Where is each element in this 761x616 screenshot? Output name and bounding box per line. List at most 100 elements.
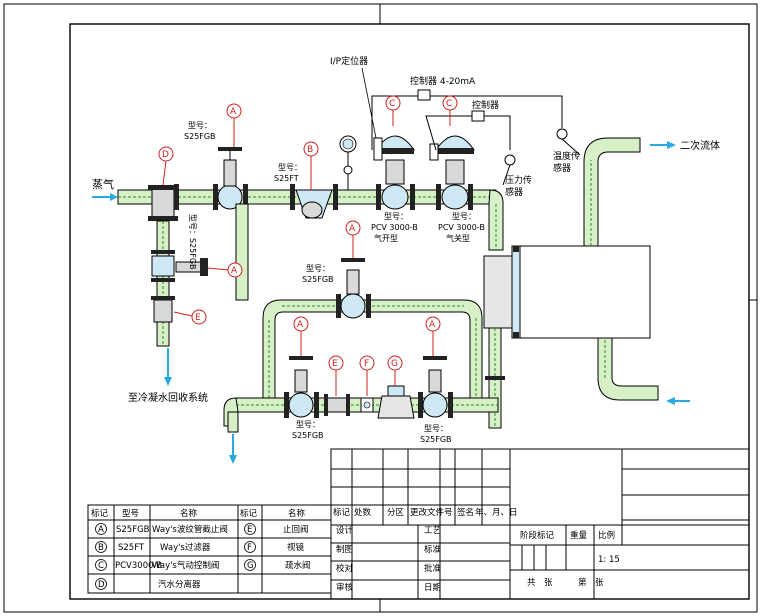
svg-text:处数: 处数 xyxy=(354,507,372,518)
svg-text:A: A xyxy=(349,224,356,234)
bypass-riser xyxy=(235,203,249,301)
tag-a-bottom-right: A xyxy=(425,316,441,356)
svg-text:设计: 设计 xyxy=(336,525,354,536)
model-label-bottom-right: 型号：S25FGB xyxy=(420,424,452,444)
svg-text:D: D xyxy=(98,580,105,590)
svg-text:视镜: 视镜 xyxy=(287,542,305,553)
globe-valve-a-bottom-left xyxy=(284,356,319,418)
svg-text:标记: 标记 xyxy=(91,508,109,519)
tag-d: D xyxy=(158,146,174,186)
steam-inlet-label: 蒸气 xyxy=(92,177,114,191)
svg-text:C: C xyxy=(389,99,395,109)
svg-text:年、月、日: 年、月、日 xyxy=(475,507,518,518)
model-label-mid-a: 型号：S25FGB xyxy=(302,264,334,284)
legend-text: 标记 型号 名称 标记 名称 A S25FGB Way's波纹管截止阀 E 止回… xyxy=(91,508,311,590)
globe-valve-a-bottom-right xyxy=(418,356,453,418)
svg-text:S25FT: S25FT xyxy=(118,543,145,553)
svg-text:C: C xyxy=(98,561,104,571)
pressure-sensor-label: 压力传 感器 xyxy=(505,174,535,198)
ip-positioner-label: I/P定位器 xyxy=(330,55,368,67)
tag-e-bottom: E xyxy=(328,355,344,396)
separator-flange xyxy=(174,184,179,210)
svg-text:第 张: 第 张 xyxy=(578,577,604,588)
svg-text:日期: 日期 xyxy=(424,583,441,593)
tag-g: G xyxy=(387,355,403,386)
svg-text:1: 15: 1: 15 xyxy=(598,555,620,565)
control-valve-c2 xyxy=(429,135,475,210)
svg-text:A: A xyxy=(231,266,238,276)
globe-valve-a-top xyxy=(213,147,248,210)
title-block xyxy=(330,448,750,600)
svg-text:标记: 标记 xyxy=(333,507,351,518)
tag-c-1: C xyxy=(385,95,401,126)
svg-text:A: A xyxy=(297,320,304,330)
tag-a-mid: A xyxy=(345,220,361,258)
model-label-top-a: 型号：S25FGB xyxy=(184,121,216,141)
condensate-arrow-left xyxy=(164,348,172,386)
steam-trap-g xyxy=(377,385,415,419)
exchanger-drain-pipe xyxy=(485,327,505,429)
strainer-b xyxy=(290,184,338,219)
pressure-gauge xyxy=(339,135,357,190)
signal-lines xyxy=(371,89,563,151)
svg-text:A: A xyxy=(98,525,104,535)
svg-text:Way's波纹管截止阀: Way's波纹管截止阀 xyxy=(152,524,228,535)
check-valve-e xyxy=(324,394,350,416)
svg-text:分区: 分区 xyxy=(387,508,405,518)
secondary-fluid-label: 二次流体 xyxy=(680,139,720,152)
svg-text:审核: 审核 xyxy=(336,582,354,593)
heat-exchanger xyxy=(483,245,651,339)
svg-text:S25FGB: S25FGB xyxy=(116,525,150,535)
svg-text:更改文件号: 更改文件号 xyxy=(410,507,453,518)
svg-text:C: C xyxy=(446,99,452,109)
vertical-model-label: 型号：S25FGB xyxy=(188,214,197,270)
svg-text:止回阀: 止回阀 xyxy=(283,524,309,535)
svg-text:汽水分离器: 汽水分离器 xyxy=(158,579,201,590)
svg-text:名称: 名称 xyxy=(180,508,198,519)
svg-text:型号: 型号 xyxy=(122,509,139,519)
secondary-outlet-pipe xyxy=(583,137,676,247)
tag-a-bottom-left: A xyxy=(293,316,309,356)
svg-text:重量: 重量 xyxy=(570,530,588,541)
svg-text:G: G xyxy=(391,359,398,369)
svg-text:F: F xyxy=(247,543,252,553)
svg-text:F: F xyxy=(364,359,369,369)
svg-text:批准: 批准 xyxy=(424,563,442,574)
tag-f: F xyxy=(359,355,375,396)
svg-text:E: E xyxy=(195,313,201,323)
svg-text:阶段标记: 阶段标记 xyxy=(520,530,555,541)
svg-text:标记: 标记 xyxy=(240,508,258,519)
separator-d xyxy=(148,185,178,347)
svg-text:PCV3000-B: PCV3000-B xyxy=(115,561,162,571)
control-valve-c1 xyxy=(373,135,415,210)
svg-text:D: D xyxy=(162,150,169,160)
svg-text:E: E xyxy=(247,525,252,535)
model-label-b: 型号：S25FT xyxy=(274,163,302,183)
separator-drain-valve xyxy=(175,258,208,276)
legend-table xyxy=(87,504,332,594)
svg-text:Way's气动控制阀: Way's气动控制阀 xyxy=(152,560,219,571)
tag-e-separator: E xyxy=(173,309,207,325)
condensate-arrow-bottom xyxy=(229,434,237,464)
steam-inlet-arrow xyxy=(92,193,118,201)
sight-glass-f xyxy=(360,397,374,413)
svg-text:比例: 比例 xyxy=(598,530,615,541)
main-pipe-elbow xyxy=(488,189,504,251)
svg-text:A: A xyxy=(230,107,237,117)
condensate-return-label: 至冷凝水回收系统 xyxy=(128,391,208,404)
svg-text:签名: 签名 xyxy=(457,507,474,518)
tag-b: B xyxy=(303,141,319,190)
tag-c-2: C xyxy=(442,95,458,126)
secondary-inlet-pipe xyxy=(597,337,690,405)
controller-label: 控制器 xyxy=(472,99,499,111)
svg-text:名称: 名称 xyxy=(288,508,306,519)
globe-valve-a-mid xyxy=(336,258,371,319)
svg-text:G: G xyxy=(247,561,254,571)
svg-text:Way's过滤器: Way's过滤器 xyxy=(160,542,211,553)
temp-sensor-label: 温度传 感器 xyxy=(553,150,583,174)
svg-text:制图: 制图 xyxy=(336,544,353,555)
tag-a-separator: A xyxy=(207,262,243,278)
svg-text:疏水阀: 疏水阀 xyxy=(285,560,311,571)
